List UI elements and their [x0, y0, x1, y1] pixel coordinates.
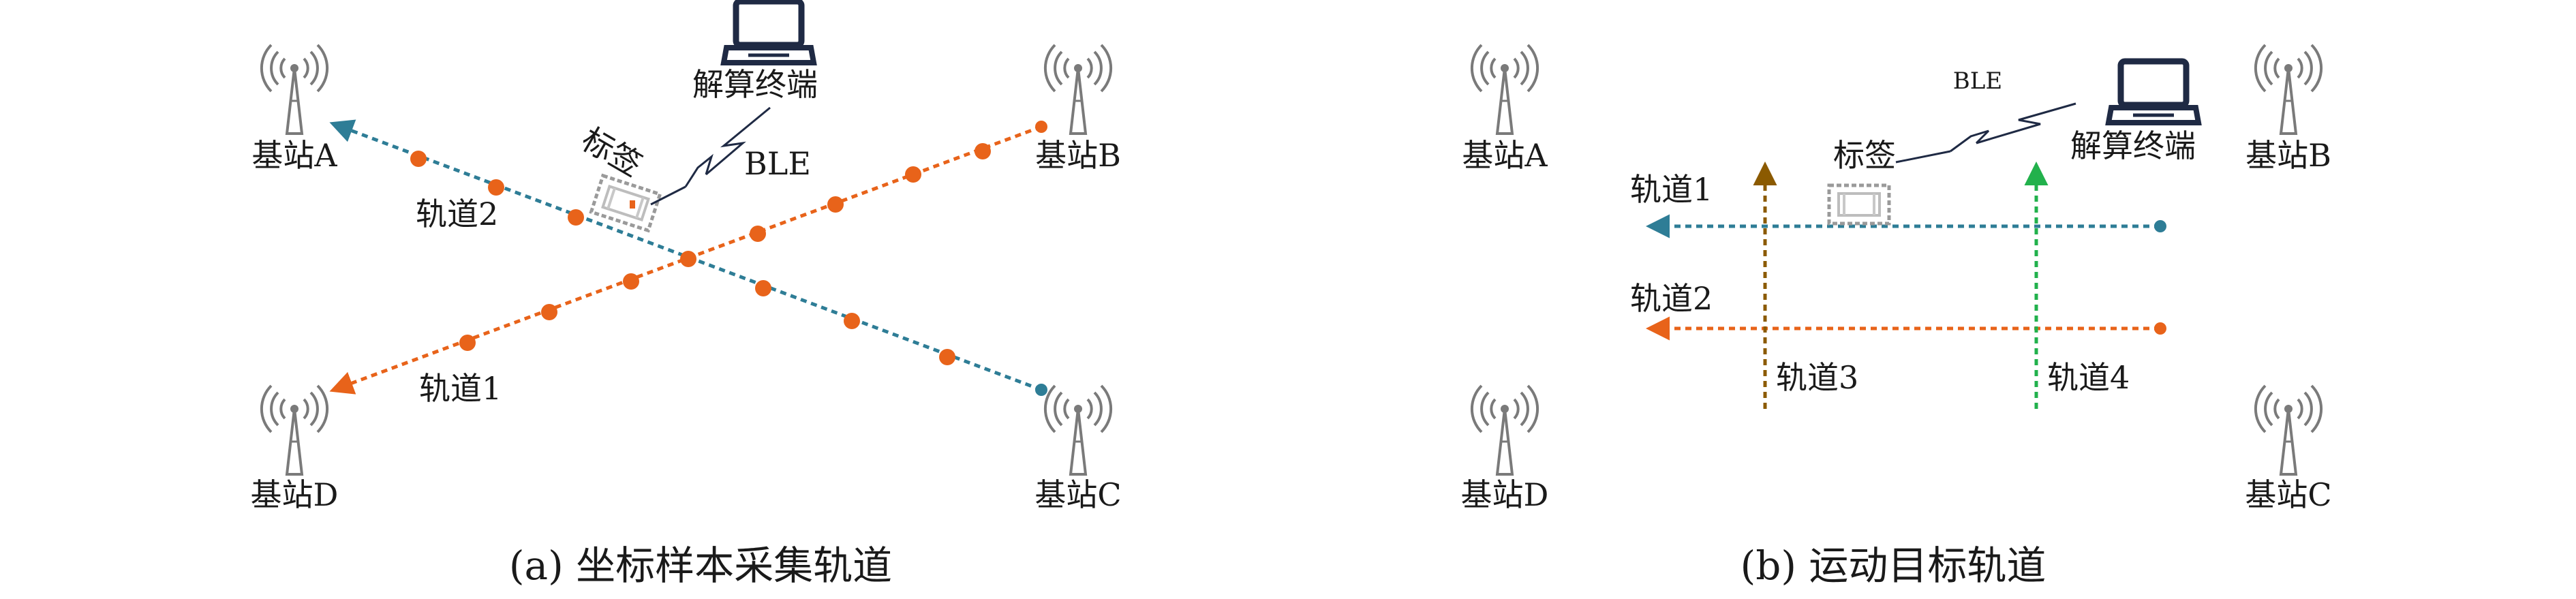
- sample-point: [905, 166, 921, 183]
- sample-point: [975, 143, 991, 159]
- sample-point: [939, 349, 955, 365]
- station-d-label: 基站D: [251, 476, 339, 513]
- ble-signal-line: [1895, 150, 1951, 164]
- tag-icon: [1829, 185, 1889, 224]
- station-b-label: 基站B: [2245, 137, 2331, 174]
- track1-start-dot: [1035, 121, 1047, 133]
- sample-point: [410, 151, 427, 167]
- sample-points: [410, 143, 991, 365]
- terminal-label: 解算终端: [2070, 127, 2196, 164]
- caption-b: (b) 运动目标轨道: [1741, 542, 2046, 589]
- sample-point: [488, 179, 504, 196]
- tag-icon: [592, 176, 660, 230]
- sample-point: [459, 335, 476, 351]
- track2-label: 轨道2: [1630, 280, 1713, 317]
- ble-signal-icon: [1976, 102, 2076, 144]
- panel-a: 基站A 基站B 基站D 基站C 轨道2 轨道1: [251, 1, 1122, 589]
- ble-label: BLE: [1953, 67, 2002, 95]
- sample-point: [755, 280, 771, 296]
- tag-label: 标签: [1833, 137, 1896, 174]
- track1-start-dot: [2154, 220, 2166, 232]
- sample-point: [680, 251, 696, 267]
- station-b-label: 基站B: [1035, 137, 1121, 174]
- ble-label: BLE: [744, 145, 811, 182]
- sample-point: [844, 313, 860, 329]
- sample-point: [750, 226, 766, 242]
- track2-start-dot: [1035, 384, 1047, 396]
- sample-point: [541, 304, 557, 320]
- track1-line: [329, 125, 1042, 395]
- track4-label: 轨道4: [2047, 359, 2130, 396]
- sample-point: [827, 196, 844, 213]
- tag-label: 标签: [576, 121, 649, 184]
- station-a-label: 基站A: [251, 137, 337, 174]
- caption-a: (a) 坐标样本采集轨道: [509, 542, 892, 589]
- station-d-antenna-icon: [260, 384, 329, 476]
- station-c-antenna-icon: [2254, 384, 2323, 476]
- sample-point: [623, 273, 639, 290]
- track2-start-dot: [2154, 322, 2166, 335]
- terminal-label: 解算终端: [692, 66, 818, 103]
- ble-signal-line: [650, 185, 686, 206]
- ble-signal-icon: [1950, 129, 1990, 153]
- station-b-antenna-icon: [1043, 44, 1113, 135]
- station-d-label: 基站D: [1461, 476, 1549, 513]
- station-a-label: 基站A: [1462, 137, 1548, 174]
- station-a-antenna-icon: [260, 44, 329, 135]
- station-a-antenna-icon: [1470, 44, 1539, 135]
- track1-label: 轨道1: [1630, 171, 1713, 208]
- station-d-antenna-icon: [1470, 384, 1539, 476]
- track1-label: 轨道1: [419, 370, 502, 407]
- station-c-label: 基站C: [1034, 476, 1121, 513]
- station-c-label: 基站C: [2245, 476, 2331, 513]
- station-c-antenna-icon: [1043, 384, 1113, 476]
- ble-signal-icon: [684, 153, 714, 187]
- terminal-laptop-icon: [2109, 61, 2198, 123]
- ble-signal-icon: [705, 106, 771, 176]
- track2-label: 轨道2: [416, 196, 498, 232]
- track3-label: 轨道3: [1776, 359, 1858, 396]
- track2-line: [329, 119, 1042, 392]
- terminal-laptop-icon: [724, 1, 814, 63]
- panel-b: 基站A 基站B 基站D 基站C 轨道1 轨道2 轨道3 轨道4 标签 解算终端 …: [1461, 44, 2332, 589]
- station-b-antenna-icon: [2254, 44, 2323, 135]
- tag-marker: [630, 200, 635, 209]
- sample-point: [568, 209, 584, 226]
